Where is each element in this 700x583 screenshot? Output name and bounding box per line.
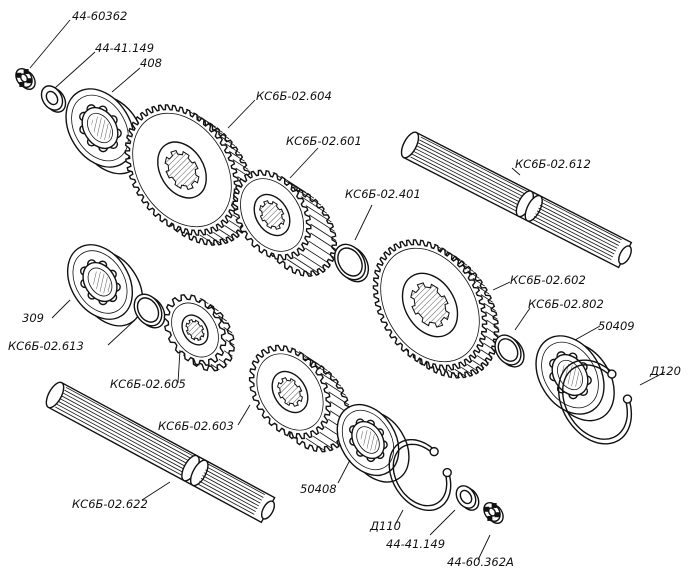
ring-401 (333, 243, 370, 283)
label-bearing-408: 408 (140, 56, 162, 70)
label-shaft-622: КС6Б-02.622 (72, 497, 148, 511)
gear-603 (248, 344, 352, 453)
label-gear-603: КС6Б-02.603 (158, 419, 234, 433)
part-labels: 44-60362 44-41.149 408 КС6Б-02.604 КС6Б-… (8, 9, 681, 569)
shaft-612 (400, 131, 633, 269)
label-washer-bottom: 44-41.149 (386, 537, 445, 551)
washer-bottom (455, 485, 480, 511)
nut-top (15, 68, 36, 90)
label-bearing-50408: 50408 (300, 482, 337, 496)
ring-802 (494, 334, 525, 368)
label-gear-604: КС6Б-02.604 (256, 89, 332, 103)
label-nut-bottom: 44-60.362А (447, 555, 514, 569)
label-ring-401: КС6Б-02.401 (345, 187, 421, 201)
label-bearing-50409: 50409 (598, 319, 635, 333)
nut-bottom (483, 502, 504, 524)
label-shaft-612: КС6Б-02.612 (515, 157, 591, 171)
circlip-d110 (388, 439, 452, 511)
label-gear-605: КС6Б-02.605 (110, 377, 186, 391)
label-nut-top: 44-60362 (72, 9, 127, 23)
label-bearing-309: 309 (22, 311, 44, 325)
ring-613 (133, 293, 166, 329)
label-washer-top: 44-41.149 (95, 41, 154, 55)
circlip-d120 (557, 359, 633, 445)
gear-601 (232, 169, 337, 277)
label-circlip-d120: Д120 (649, 364, 681, 378)
leader-lines (29, 19, 666, 561)
label-gear-601: КС6Б-02.601 (286, 134, 362, 148)
label-ring-613: КС6Б-02.613 (8, 339, 84, 353)
label-ring-802: КС6Б-02.802 (528, 297, 604, 311)
washer-top (40, 85, 67, 113)
bearing-309 (66, 244, 144, 327)
shaft-622 (45, 381, 276, 524)
label-circlip-d110: Д110 (369, 519, 401, 533)
gear-602 (372, 239, 500, 379)
gear-605 (163, 294, 235, 372)
label-gear-602: КС6Б-02.602 (510, 273, 586, 287)
